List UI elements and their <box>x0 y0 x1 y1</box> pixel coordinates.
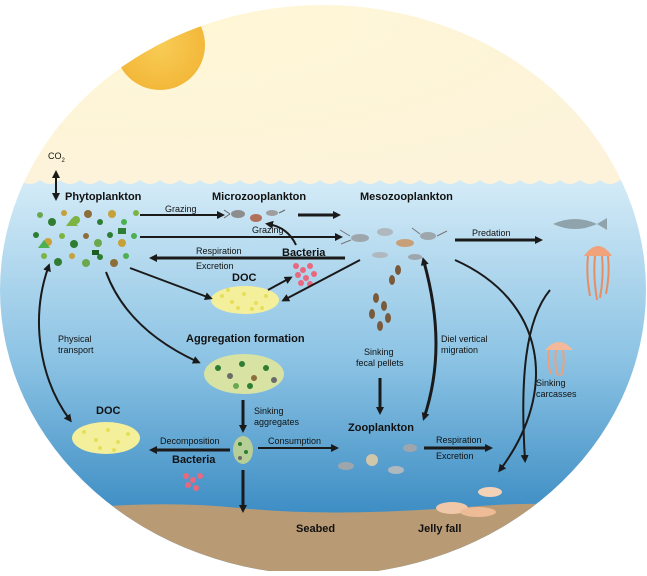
phyto-to-aggregation-arrow <box>105 271 201 364</box>
sun-icon <box>115 5 205 90</box>
aggregate-icon <box>233 436 253 464</box>
fish-icon <box>553 218 607 230</box>
physical-transport-label-1: Physical <box>58 334 92 344</box>
bacteria-to-micro-arrow <box>265 220 297 246</box>
meso-to-jelly-fall-arrow <box>454 259 537 473</box>
meso-to-doc-arrow <box>281 259 361 302</box>
microzooplankton-icon <box>223 209 286 222</box>
diel-vertical-migration-arrow <box>420 257 438 421</box>
bacteria-bottom-label: Bacteria <box>172 454 216 466</box>
excretion-label-bottom: Excretion <box>436 451 474 461</box>
sinking-fecal-label-1: Sinking <box>364 347 394 357</box>
sinking-fecal-label-2: fecal pellets <box>356 358 404 368</box>
seabed <box>0 503 646 575</box>
sinking-aggregates-label-1: Sinking <box>254 406 284 416</box>
jellyfish-icon <box>545 342 573 377</box>
jelly-fall-label: Jelly fall <box>418 523 461 535</box>
copepod-icon <box>338 444 417 474</box>
decomposition-label: Decomposition <box>160 436 220 446</box>
doc-top-label: DOC <box>232 272 257 284</box>
sinking-carcasses-label-1: Sinking <box>536 378 566 388</box>
sinking-aggregates-label-2: aggregates <box>254 417 300 427</box>
microzooplankton-label: Microzooplankton <box>212 191 306 203</box>
excretion-label-top: Excretion <box>196 261 234 271</box>
sinking-carcasses-label-2: carcasses <box>536 389 577 399</box>
bacteria-icon <box>293 263 317 287</box>
fecal-pellet-icon <box>369 265 401 331</box>
respiration-label-bottom: Respiration <box>436 435 482 445</box>
predation-label: Predation <box>472 228 511 238</box>
physical-transport-label-2: transport <box>58 345 94 355</box>
doc-bottom-label: DOC <box>96 405 121 417</box>
co2-label: CO2 <box>48 151 66 164</box>
bacteria-icon <box>183 473 203 491</box>
phyto-to-doc-arrow <box>129 267 213 300</box>
grazing-label-2: Grazing <box>252 225 284 235</box>
diel-migration-label-2: migration <box>441 345 478 355</box>
seabed-label: Seabed <box>296 523 335 535</box>
physical-transport-arrow <box>38 263 72 423</box>
phytoplankton-cluster-icon <box>33 210 139 267</box>
labels: CO2 Phytoplankton Microzooplankton Mesoz… <box>48 151 577 535</box>
jellyfish-icon <box>584 246 612 301</box>
grazing-label-1: Grazing <box>165 204 197 214</box>
water <box>0 180 646 575</box>
consumption-label: Consumption <box>268 436 321 446</box>
doc-to-bacteria-arrow <box>267 276 293 291</box>
bacteria-top-label: Bacteria <box>282 247 326 259</box>
arrows <box>38 170 551 513</box>
copepod-icon <box>339 227 448 260</box>
phytoplankton-label: Phytoplankton <box>65 191 142 203</box>
doc-particles-icon <box>72 422 140 454</box>
respiration-label-top: Respiration <box>196 246 242 256</box>
doc-particles-icon <box>211 286 279 314</box>
sinking-carcasses-arrow <box>520 289 551 463</box>
zooplankton-label: Zooplankton <box>348 422 414 434</box>
aggregation-formation-label: Aggregation formation <box>186 333 305 345</box>
aggregate-icon <box>204 354 284 394</box>
water-surface <box>0 160 646 184</box>
mesozooplankton-label: Mesozooplankton <box>360 191 453 203</box>
jelly-fall-icon <box>436 487 502 517</box>
diel-migration-label-1: Diel vertical <box>441 334 488 344</box>
